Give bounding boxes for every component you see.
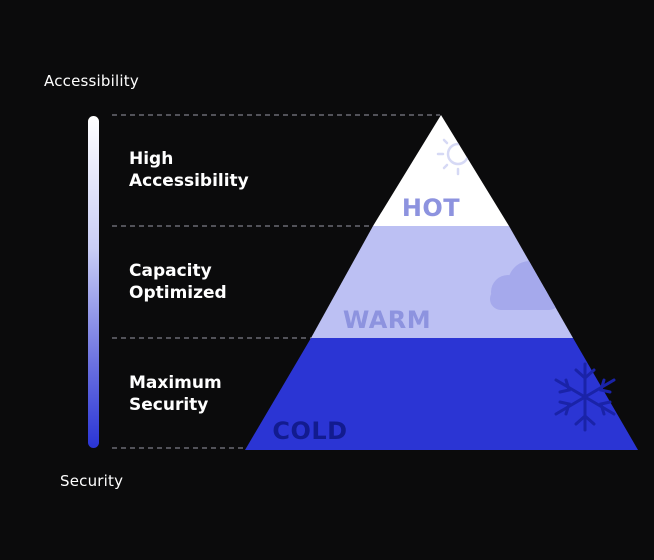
snowflake-icon <box>554 362 616 432</box>
gradient-scale-bar <box>88 116 99 448</box>
axis-bottom-label: Security <box>60 472 124 490</box>
tier-description-hot: High Accessibility <box>129 149 249 191</box>
tier-description-cold: Maximum Security <box>129 373 222 415</box>
tier-cold-segment <box>245 338 638 450</box>
tier-description-warm: Capacity Optimized <box>129 261 227 303</box>
axis-top-label: Accessibility <box>44 72 139 90</box>
tier-label-hot: HOT <box>402 194 460 222</box>
tier-hot-segment <box>373 115 509 226</box>
tier-label-warm: WARM <box>343 306 431 334</box>
tier-label-cold: COLD <box>272 417 347 445</box>
